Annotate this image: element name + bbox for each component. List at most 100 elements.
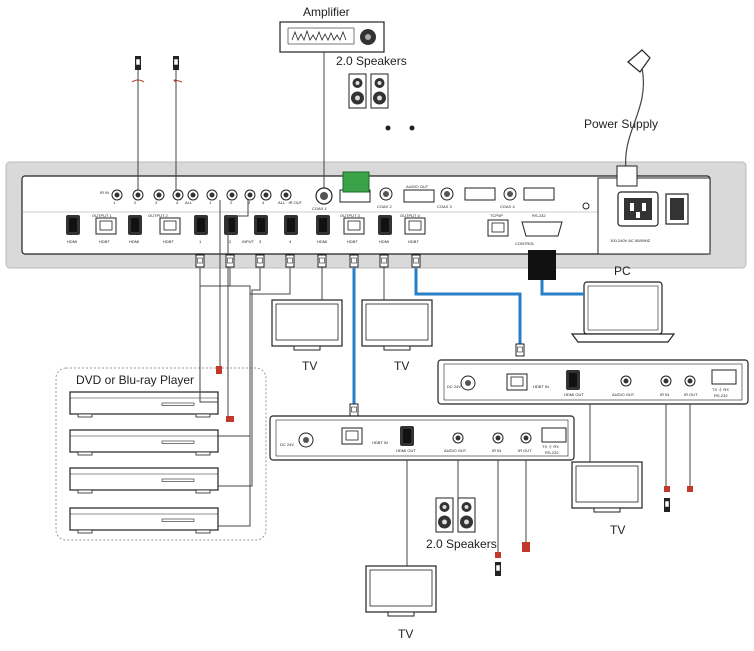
ir-out-2-label: 2: [230, 200, 233, 205]
output3-hdbt-label: HDBT: [347, 239, 358, 244]
speaker-bottom-left: [435, 497, 454, 533]
power-supply: Power Supply: [584, 49, 658, 187]
tv-receiver-1-label: TV: [398, 627, 413, 641]
input-2-label: 2: [229, 239, 232, 244]
audio-out-label: AUDIO OUT: [406, 184, 429, 189]
speakers-bottom-label: 2.0 Speakers: [426, 537, 497, 551]
output3-hdmi-port[interactable]: [316, 215, 330, 235]
output2-hdbt-port[interactable]: [159, 217, 181, 235]
output3-hdmi-label: HDMI: [317, 239, 327, 244]
output1-hdbt-port[interactable]: [95, 217, 117, 235]
rx1-ir-receiver: [494, 561, 502, 577]
rx1-ir-in-jack[interactable]: [492, 432, 504, 444]
rx1-hdmi-out-label: HDMI OUT: [396, 448, 416, 453]
ir-out-jack-4[interactable]: [260, 189, 272, 201]
rx2-hdbt-port[interactable]: [506, 373, 528, 391]
all-ir-out-label: ALL · IR OUT: [278, 200, 303, 205]
tv-group-top: TV TV: [271, 254, 433, 373]
hdbt-cables: [349, 254, 525, 417]
rx1-hdmi-out-port[interactable]: [400, 426, 414, 446]
ir-in-jack-3[interactable]: [153, 189, 165, 201]
output2-hdmi-label: HDMI: [129, 239, 139, 244]
output4-hdbt-port[interactable]: [404, 217, 426, 235]
output4-hdmi-label: HDMI: [379, 239, 389, 244]
coax-1: COAX 1: [312, 187, 333, 211]
power-supply-label: Power Supply: [584, 117, 658, 131]
audio-out-block-2[interactable]: [403, 189, 435, 203]
output1-hdbt-label: HDBT: [99, 239, 110, 244]
rx1-dc-label: DC 24V: [280, 442, 294, 447]
rx1-rs232-terminal[interactable]: [541, 427, 567, 443]
audio-out-block-3[interactable]: [464, 187, 496, 201]
rx1-hdbt-in-label: HDBT IN: [372, 440, 388, 445]
ir-out-jack-all[interactable]: [280, 189, 292, 201]
speaker-top-left: [348, 73, 367, 109]
rx2-audio-out-jack[interactable]: [620, 375, 632, 387]
ir-in-jack-1[interactable]: [111, 189, 123, 201]
output3-hdbt-port[interactable]: [343, 217, 365, 235]
output2-hdbt-label: HDBT: [163, 239, 174, 244]
rx2-hdmi-out-port[interactable]: [566, 370, 580, 390]
tcpip-port[interactable]: [487, 219, 509, 237]
tv-output3-label: TV: [302, 359, 317, 373]
ir-out-1-label: 1: [209, 200, 212, 205]
ir-out-jack-2[interactable]: [226, 189, 238, 201]
input-plug-3: [255, 254, 265, 268]
hdmi-input-4[interactable]: [284, 215, 298, 235]
speakers-top-label: 2.0 Speakers: [336, 54, 407, 68]
receiver-2: DC 24V HDBT IN HDMI OUT AUDIO OUT IR IN …: [437, 359, 749, 537]
coax3-label: COAX 3: [437, 204, 452, 209]
rx2-hdbt-in-label: HDBT IN: [533, 384, 549, 389]
hdbaset-matrix: IR IN 1 2 3 4 ALL 1 2 3 4 ALL · IR OUT O…: [5, 161, 747, 269]
input-4-label: 4: [289, 239, 292, 244]
tv-receiver-2: [571, 461, 643, 513]
ir-out-jack-1[interactable]: [206, 189, 218, 201]
output4-hdmi-port[interactable]: [378, 215, 392, 235]
all-label: ALL: [185, 200, 193, 205]
input-1-label: 1: [199, 239, 202, 244]
hdmi-input-3[interactable]: [254, 215, 268, 235]
rx1-ir-out-label: IR OUT: [518, 448, 532, 453]
hdmi-input-1[interactable]: [194, 215, 208, 235]
rx2-rs232-label: RS-232: [714, 393, 728, 398]
laptop-base: [570, 333, 676, 343]
coax4-label: COAX 4: [500, 204, 515, 209]
output2-hdmi-port[interactable]: [128, 215, 142, 235]
coax1-label: COAX 1: [312, 206, 327, 211]
tv-receiver-1: [365, 565, 437, 617]
ir-emitter-top-1: [134, 55, 142, 71]
speaker-top-right: [370, 73, 389, 109]
receiver-1: DC 24V HDBT IN HDMI OUT AUDIO OUT IR IN …: [269, 415, 575, 641]
audio-out-block-4[interactable]: [523, 187, 555, 201]
ir-in-jack-4[interactable]: [172, 189, 184, 201]
ir-in-label: IR IN: [100, 190, 109, 195]
rx1-audio-out-jack[interactable]: [452, 432, 464, 444]
outputs-1-2: OUTPUT 1 OUTPUT 2 HDMI HDBT HDMI HDBT: [66, 213, 181, 244]
rx2-ir-in-jack[interactable]: [660, 375, 672, 387]
ir-in-jack-all[interactable]: [187, 189, 199, 201]
output4-hdbt-plug: [411, 254, 421, 268]
rx2-rs232-terminal[interactable]: [711, 369, 737, 385]
ir-in-2-label: 2: [134, 200, 137, 205]
ir-in-jack-2[interactable]: [132, 189, 144, 201]
tv-output3: [271, 299, 343, 351]
ir-in-4-label: 4: [176, 200, 179, 205]
hdmi-input-2[interactable]: [224, 215, 238, 235]
rx2-ir-receiver: [663, 497, 671, 513]
dvd-label: DVD or Blu-ray Player: [76, 373, 194, 387]
power-plug-icon: [627, 49, 651, 73]
dvd-player-2: [69, 429, 219, 456]
ir-in-1-label: 1: [113, 200, 116, 205]
output1-hdmi-port[interactable]: [66, 215, 80, 235]
rs232-label: RS-232: [532, 213, 546, 218]
rx2-ir-out-jack[interactable]: [684, 375, 696, 387]
pc-label: PC: [614, 264, 631, 278]
rx1-hdbt-port[interactable]: [341, 427, 363, 445]
rs232-port[interactable]: [521, 221, 563, 237]
hdbt-cable-to-receiver-2: [414, 268, 522, 344]
audio-terminal-plug: [342, 171, 370, 193]
rx1-ir-out-jack[interactable]: [520, 432, 532, 444]
dvd-player-4: [69, 507, 219, 534]
ir-out-jack-3[interactable]: [244, 189, 256, 201]
ir-emitter-top-2: [172, 55, 180, 71]
